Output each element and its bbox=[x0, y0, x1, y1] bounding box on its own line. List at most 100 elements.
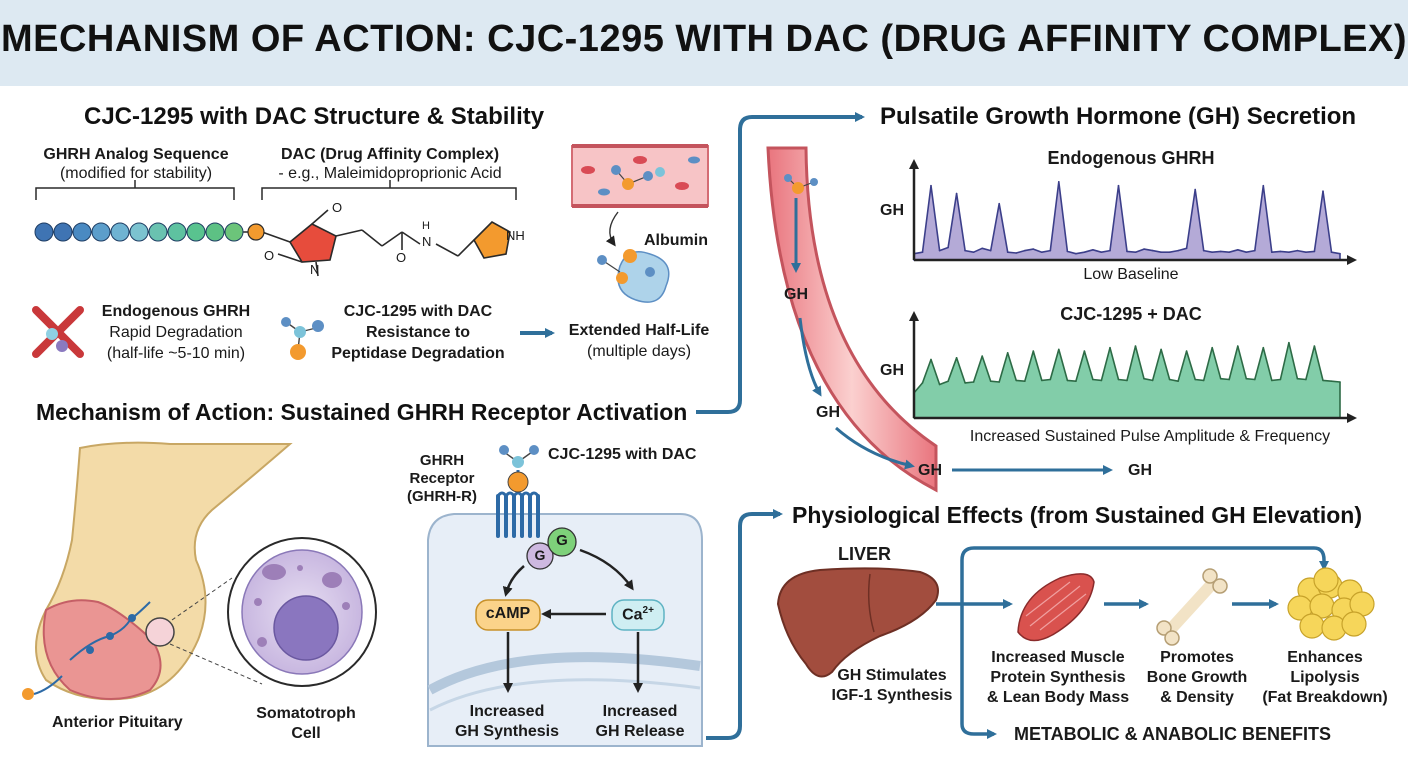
chart-point bbox=[1126, 250, 1128, 253]
main-title: MECHANISM OF ACTION: CJC-1295 WITH DAC (… bbox=[0, 18, 1408, 60]
albumin-label: Albumin bbox=[644, 232, 708, 249]
fat-caption-line: Enhances bbox=[1287, 649, 1363, 666]
chart-point bbox=[1185, 350, 1188, 352]
ligand-label: CJC-1295 with DAC bbox=[548, 446, 697, 463]
chart2-title: CJC-1295 + DAC bbox=[1060, 304, 1202, 324]
chart-point bbox=[1083, 350, 1086, 352]
chart-point bbox=[989, 380, 992, 383]
benefits-label: METABOLIC & ANABOLIC BENEFITS bbox=[1014, 724, 1331, 744]
chart-cjc-dac bbox=[909, 311, 1357, 423]
chart-point bbox=[1219, 250, 1222, 253]
ghrh-sequence-bracket bbox=[35, 180, 517, 200]
chart-point bbox=[955, 192, 958, 195]
chart-point bbox=[1330, 380, 1333, 383]
vessel-gh-2: GH bbox=[816, 404, 840, 421]
ghrh-bead bbox=[205, 222, 225, 242]
chart-point bbox=[1288, 341, 1290, 344]
chart-point bbox=[981, 355, 983, 357]
bloodstream-vessel bbox=[571, 144, 709, 208]
chart-point bbox=[1066, 250, 1069, 253]
chart-point bbox=[1160, 251, 1162, 253]
chart-point bbox=[1228, 251, 1230, 253]
chart-point bbox=[1058, 348, 1060, 351]
atom-n-amide: N bbox=[422, 234, 432, 249]
ghrh-sub: (modified for stability) bbox=[59, 165, 213, 182]
dac-label: DAC (Drug Affinity Complex) bbox=[280, 146, 500, 163]
ghrh-bead bbox=[72, 222, 92, 242]
g-protein-alpha-label: G bbox=[534, 547, 546, 563]
chart-point bbox=[1100, 251, 1103, 253]
chart-point bbox=[921, 382, 924, 384]
ghrh-bead bbox=[91, 222, 111, 242]
chart-point bbox=[1339, 381, 1341, 383]
chart-point bbox=[964, 249, 966, 252]
effects-heading: Physiological Effects (from Sustained GH… bbox=[792, 502, 1363, 528]
connector-arrow-secretion bbox=[696, 112, 865, 414]
chart-point bbox=[930, 358, 932, 361]
chart-point bbox=[1305, 378, 1307, 381]
chart-point bbox=[1339, 252, 1341, 255]
liver-caption-line: IGF-1 Synthesis bbox=[831, 687, 953, 704]
chart-point bbox=[1211, 251, 1213, 253]
calcium-pill bbox=[611, 599, 665, 631]
synthesis-line: Increased bbox=[469, 703, 545, 720]
bone-caption: Promotes Bone Growth & Density bbox=[1142, 648, 1252, 708]
chart-point bbox=[1049, 378, 1052, 381]
calcium-symbol: Ca bbox=[622, 606, 643, 624]
chart-point bbox=[998, 202, 1000, 205]
liver-caption: GH Stimulates IGF-1 Synthesis bbox=[822, 666, 962, 706]
chart-point bbox=[1271, 251, 1273, 253]
camp-label: cAMP bbox=[485, 605, 531, 622]
chart-point bbox=[955, 357, 958, 359]
muscle-caption-line: Protein Synthesis bbox=[990, 669, 1126, 686]
chart-point bbox=[1262, 346, 1265, 349]
atom-o-top: O bbox=[332, 200, 343, 215]
chart-area-series bbox=[913, 181, 1341, 261]
chart-point bbox=[981, 247, 983, 250]
chart-point bbox=[938, 383, 941, 386]
chart-point bbox=[1058, 181, 1060, 183]
chart-point bbox=[1202, 379, 1205, 382]
chart-point bbox=[921, 251, 924, 253]
chart-point bbox=[947, 246, 949, 249]
chart-point bbox=[1296, 249, 1299, 252]
chart-point bbox=[1194, 378, 1196, 381]
chart-point bbox=[1322, 190, 1324, 192]
chart-point bbox=[1254, 378, 1256, 381]
liver-illustration bbox=[776, 567, 939, 678]
chart-point bbox=[1228, 378, 1230, 381]
chart-point bbox=[1160, 348, 1162, 351]
dac-sub: - e.g., Maleimidoproprionic Acid bbox=[278, 165, 502, 182]
chart-endogenous bbox=[909, 159, 1357, 265]
ghrh-bead bbox=[167, 222, 187, 242]
chart-point bbox=[1006, 251, 1009, 253]
muscle-caption-line: & Lean Body Mass bbox=[986, 689, 1130, 706]
chart-point bbox=[1049, 249, 1052, 252]
chart-point bbox=[1296, 377, 1299, 380]
chart-point bbox=[1151, 379, 1154, 382]
ghrh-bead bbox=[53, 222, 73, 242]
ghrh-receptor bbox=[496, 445, 540, 538]
chart-point bbox=[1168, 378, 1171, 381]
release-line: Increased bbox=[602, 703, 678, 720]
chart-point bbox=[1151, 249, 1154, 252]
endogenous-line2: (half-life ~5-10 min) bbox=[106, 345, 246, 362]
mechanism-heading: Mechanism of Action: Sustained GHRH Rece… bbox=[36, 399, 688, 425]
liver-caption-line: GH Stimulates bbox=[837, 667, 947, 684]
chart-point bbox=[1313, 345, 1316, 347]
chart-point bbox=[1032, 350, 1035, 352]
signal-arrows bbox=[502, 548, 643, 693]
chart-point bbox=[1313, 250, 1316, 253]
chart-point bbox=[1185, 247, 1188, 250]
chart-point bbox=[1134, 345, 1137, 347]
chart-point bbox=[1245, 251, 1248, 253]
chart-point bbox=[1041, 379, 1043, 382]
chart-point bbox=[1262, 184, 1265, 187]
degradation-cross-icon bbox=[32, 306, 84, 358]
chart-area-series bbox=[913, 341, 1341, 419]
liver-label: LIVER bbox=[838, 544, 892, 564]
chart-point bbox=[1245, 377, 1248, 380]
chart-point bbox=[1177, 380, 1179, 383]
chart-point bbox=[1109, 346, 1111, 349]
chart-point bbox=[1015, 379, 1017, 382]
